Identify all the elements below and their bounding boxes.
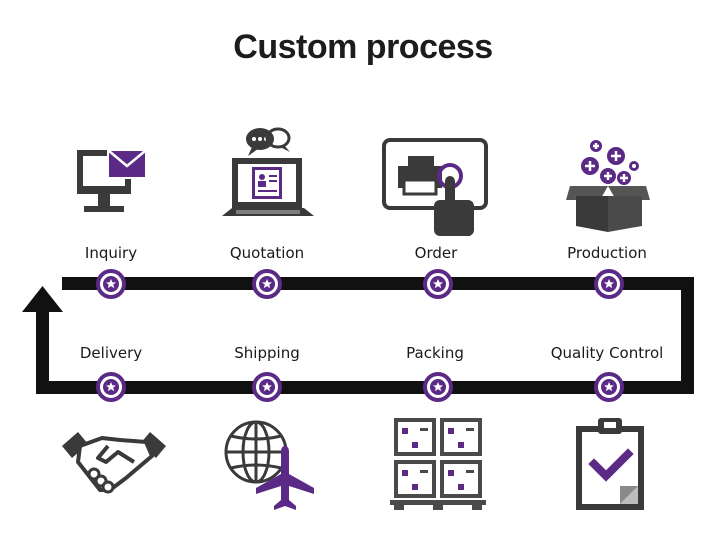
monitor-mail-icon: [74, 148, 150, 218]
step-label-shipping: Shipping: [234, 344, 300, 362]
step-label-quotation: Quotation: [229, 244, 305, 262]
handshake-icon: [60, 428, 168, 498]
step-label-packing: Packing: [406, 344, 464, 362]
box-production-icon: [566, 136, 650, 232]
up-arrow-icon: [22, 286, 63, 312]
touch-order-icon: [382, 138, 490, 238]
right-track: [681, 277, 694, 394]
star-node-delivery: [96, 372, 126, 402]
left-track: [36, 310, 49, 394]
star-node-quotation: [252, 269, 282, 299]
clipboard-check-icon: [574, 416, 646, 512]
step-label-order: Order: [414, 244, 458, 262]
step-label-production: Production: [567, 244, 647, 262]
step-label-quality-control: Quality Control: [550, 344, 664, 362]
page-title: Custom process: [233, 28, 493, 66]
step-label-inquiry: Inquiry: [84, 244, 138, 262]
globe-plane-icon: [222, 418, 318, 510]
bottom-track: [36, 381, 694, 394]
star-node-packing: [423, 372, 453, 402]
star-node-production: [594, 269, 624, 299]
star-node-shipping: [252, 372, 282, 402]
top-track: [62, 277, 694, 290]
pallet-boxes-icon: [390, 416, 486, 512]
step-label-delivery: Delivery: [79, 344, 143, 362]
star-node-quality-control: [594, 372, 624, 402]
laptop-quote-icon: [222, 124, 314, 224]
star-node-order: [423, 269, 453, 299]
star-node-inquiry: [96, 269, 126, 299]
